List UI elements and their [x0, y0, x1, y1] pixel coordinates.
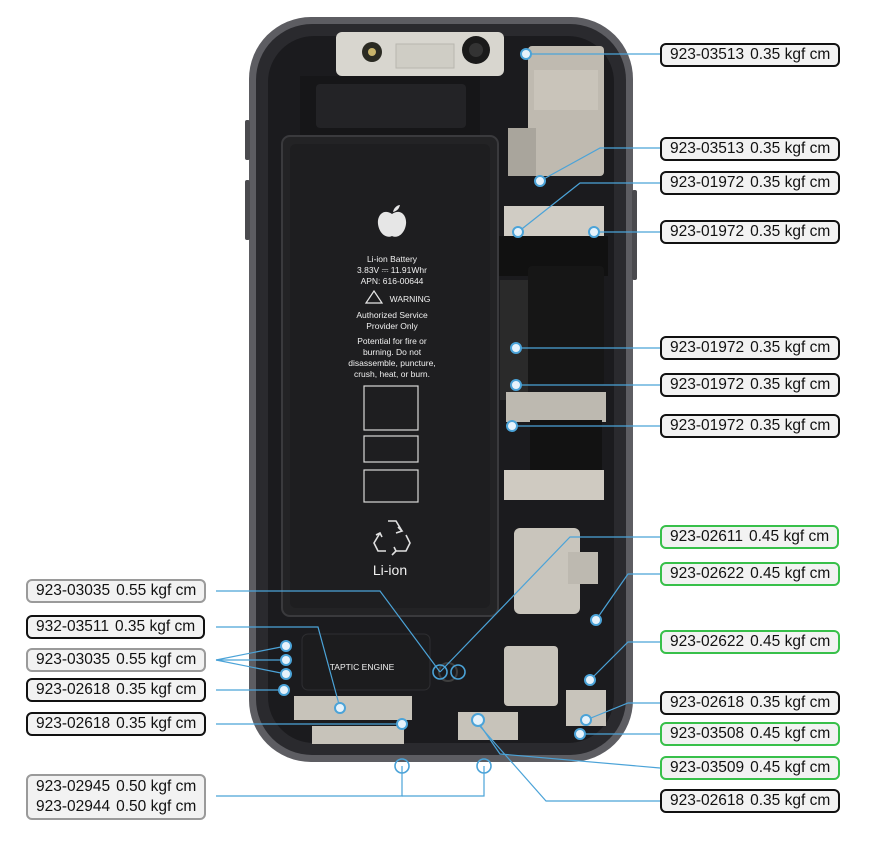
screw-icon [334, 702, 346, 714]
battery-apn: APN: 616-00644 [361, 276, 424, 286]
screw-icon [512, 226, 524, 238]
screw-icon [506, 420, 518, 432]
screw-icon [580, 714, 592, 726]
battery-notice-line: Provider Only [366, 321, 418, 331]
logic-board-chip [528, 266, 604, 386]
battery-label-box [363, 385, 419, 431]
screw-icon [450, 664, 466, 680]
taptic-engine [301, 633, 431, 691]
battery-label-box [363, 435, 419, 463]
screw-icon [432, 664, 448, 680]
screw-icon [280, 654, 292, 666]
taptic-engine-label: TAPTIC ENGINE [330, 662, 395, 672]
screw-icon [510, 379, 522, 391]
screw-icon [278, 684, 290, 696]
battery-chemistry: Li-ion [373, 562, 407, 578]
screw-icon [280, 668, 292, 680]
battery-spec: 3.83V ⎓ 11.91Whr [357, 265, 427, 275]
screw-icon [280, 640, 292, 652]
volume-button [245, 180, 250, 240]
apple-logo-icon [377, 205, 407, 237]
logic-board-shield [528, 46, 604, 176]
battery-caution-line: disassemble, puncture, [348, 358, 435, 368]
screw-icon [520, 48, 532, 60]
power-button [632, 190, 637, 280]
screw-icon [394, 758, 410, 774]
battery-caution-line: crush, heat, or burn. [354, 369, 430, 379]
recycle-icon [373, 520, 411, 556]
battery-caution-line: burning. Do not [363, 347, 422, 357]
screw-icon [476, 758, 492, 774]
battery-caution-line: Potential for fire or [357, 336, 427, 346]
screw-icon [534, 175, 546, 187]
screw-icon [471, 713, 485, 727]
screw-icon [396, 718, 408, 730]
side-button [245, 120, 250, 160]
callout-lines [215, 53, 661, 802]
battery-label-box [363, 469, 419, 503]
warning-icon [364, 289, 384, 304]
screw-markers [278, 48, 602, 774]
screw-icon [510, 342, 522, 354]
screw-icon [588, 226, 600, 238]
screw-icon [590, 614, 602, 626]
sim-tray [514, 528, 580, 614]
screw-icon [574, 728, 586, 740]
screw-icon [584, 674, 596, 686]
battery-notice-line: Authorized Service [356, 310, 428, 320]
battery-warning: WARNING [390, 294, 431, 304]
battery-model: Li-ion Battery [367, 254, 418, 264]
